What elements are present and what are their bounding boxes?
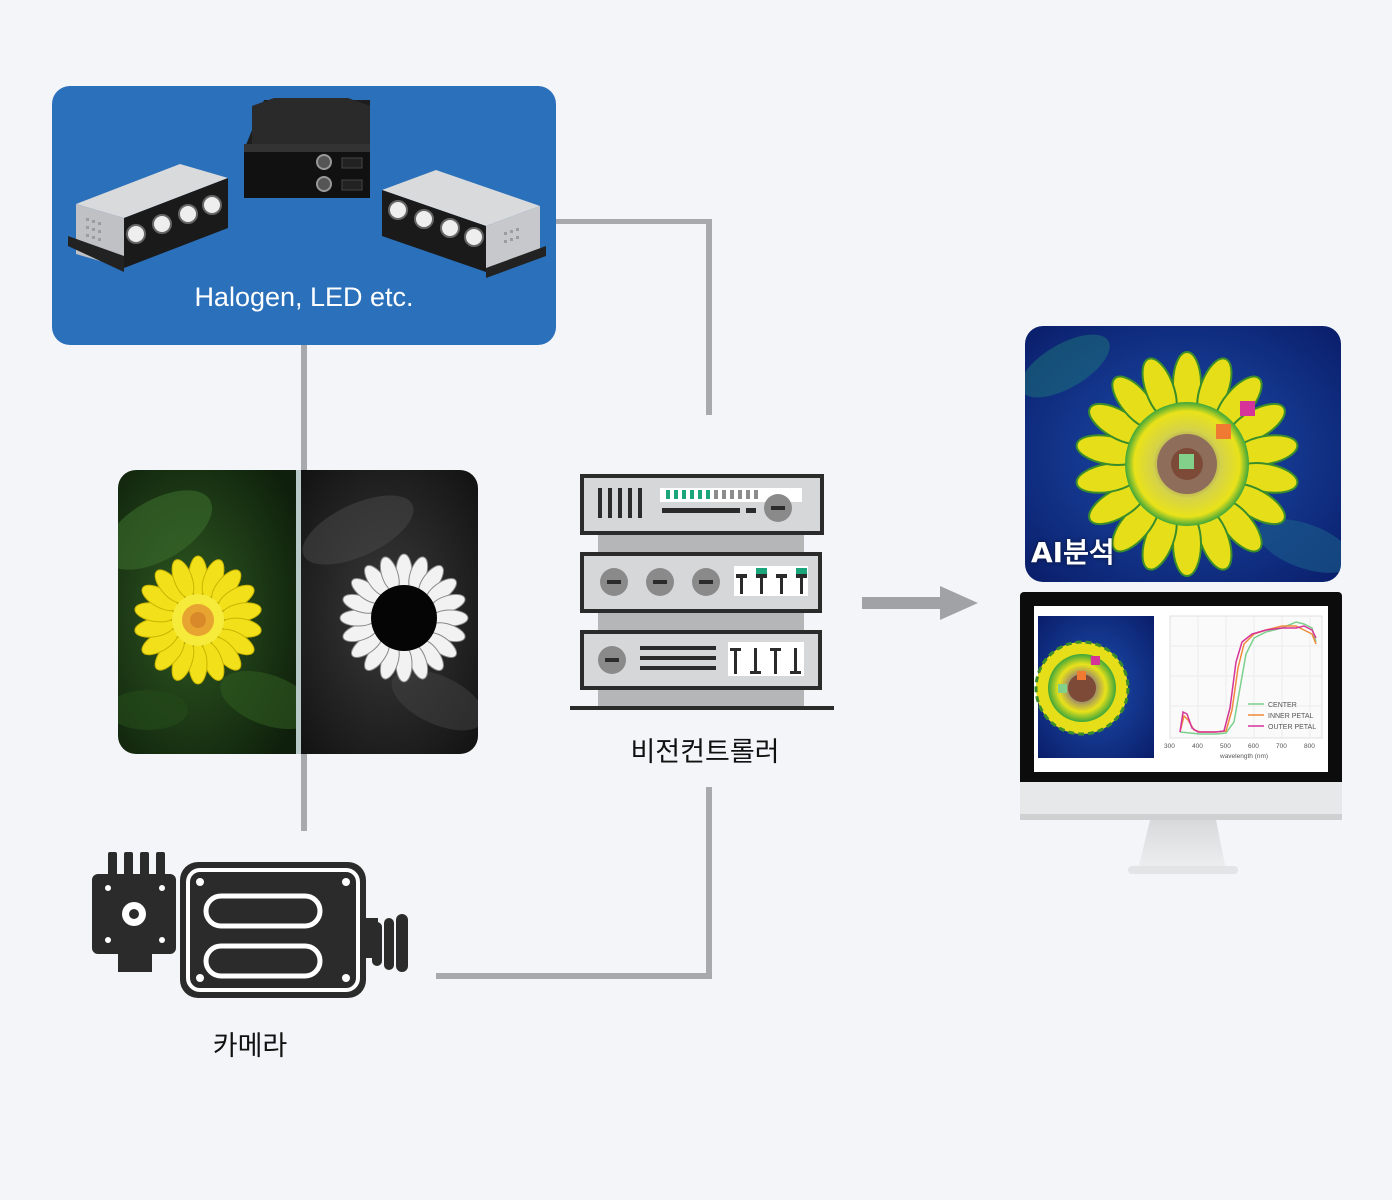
- connector-controller-to-camera-v: [706, 787, 712, 979]
- monitor-icon: CENTER INNER PETAL OUTER PETAL 300 400 5…: [1020, 592, 1342, 874]
- light-controller-box-icon: [244, 98, 370, 198]
- x-tick-300: 300: [1164, 743, 1175, 750]
- rack-base: [570, 706, 834, 710]
- flower-comparison-image: [118, 470, 478, 754]
- spectrum-chart: CENTER INNER PETAL OUTER PETAL 300 400 5…: [1164, 615, 1323, 760]
- lighting-label: Halogen, LED etc.: [194, 282, 414, 312]
- legend-center: CENTER: [1268, 702, 1297, 709]
- x-tick-400: 400: [1192, 743, 1203, 750]
- split-divider: [296, 470, 301, 754]
- connector-light-to-controller-h: [556, 219, 712, 224]
- nir-flower: [339, 553, 469, 683]
- light-sources-illustration: [68, 98, 546, 278]
- marker-outer-petal: [1240, 401, 1255, 416]
- chart-legend: CENTER INNER PETAL OUTER PETAL: [1248, 702, 1316, 731]
- x-tick-700: 700: [1276, 743, 1287, 750]
- camera-label: 카메라: [212, 1031, 288, 1062]
- x-axis-label: wavelength (nm): [1219, 753, 1268, 760]
- marker-center: [1179, 454, 1194, 469]
- controller-label: 비전컨트롤러: [630, 737, 780, 768]
- rack-unit-3: [580, 630, 822, 690]
- led-light-left-icon: [68, 164, 228, 272]
- yellow-flower: [134, 555, 262, 685]
- heatmap-image: [1025, 326, 1341, 582]
- rack-unit-1: [580, 474, 824, 535]
- x-tick-500: 500: [1220, 743, 1231, 750]
- series-center: [1179, 621, 1317, 735]
- vision-controller-rack-icon: [570, 474, 834, 710]
- marker-inner-petal: [1216, 424, 1231, 439]
- ai-analysis-card: AI분석: [1025, 326, 1341, 582]
- flower-image-svg: [118, 470, 478, 754]
- right-arrow-icon: [862, 586, 978, 620]
- camera-icon: [92, 852, 408, 998]
- x-ticks: 300 400 500 600 700 800: [1164, 743, 1315, 750]
- x-tick-600: 600: [1248, 743, 1259, 750]
- legend-outer-petal: OUTER PETAL: [1268, 724, 1316, 731]
- led-light-right-icon: [382, 170, 546, 278]
- connector-controller-to-camera-h: [436, 973, 712, 979]
- ai-analysis-label: AI분석: [1031, 536, 1115, 569]
- x-tick-800: 800: [1304, 743, 1315, 750]
- legend-inner-petal: INNER PETAL: [1268, 713, 1313, 720]
- lighting-panel: Halogen, LED etc.: [52, 86, 556, 345]
- series-outer-petal: [1179, 625, 1317, 733]
- connector-light-to-controller-v: [706, 219, 712, 415]
- rack-unit-2: [580, 552, 822, 613]
